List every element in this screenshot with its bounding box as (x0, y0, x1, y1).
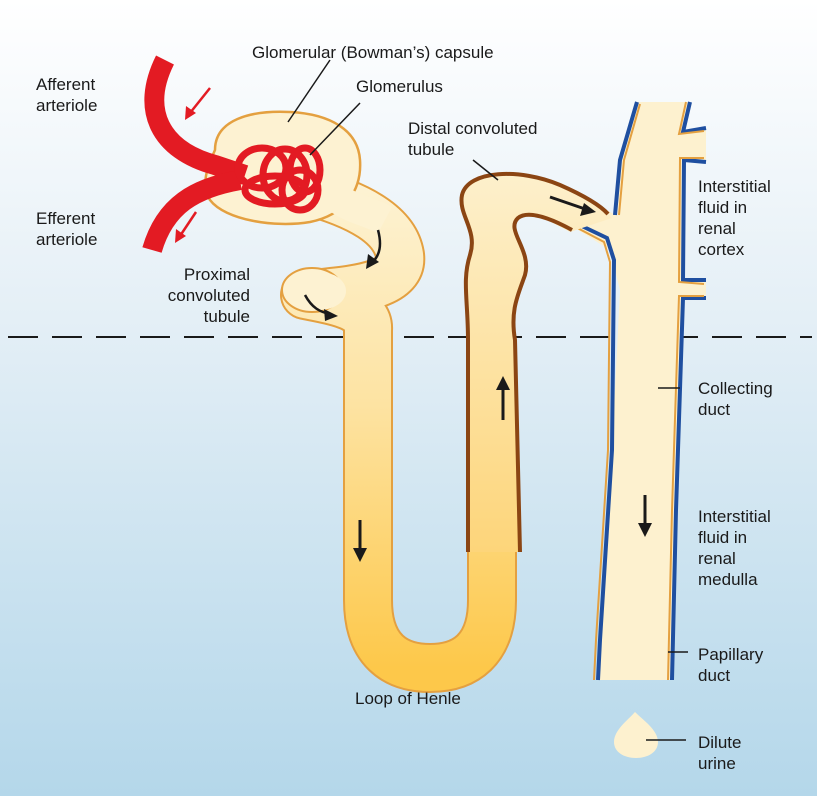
afferent-arteriole-label: Afferent arteriole (36, 74, 97, 116)
collecting-duct-label: Collecting duct (698, 378, 773, 420)
glomerulus-label: Glomerulus (356, 76, 443, 97)
bowmans-capsule-label: Glomerular (Bowman’s) capsule (252, 42, 494, 63)
proximal-tubule-label: Proximal convoluted tubule (150, 264, 250, 327)
distal-tubule-label: Distal convoluted tubule (408, 118, 537, 160)
dilute-urine-label: Dilute urine (698, 732, 741, 774)
interstitial-medulla-label: Interstitial fluid in renal medulla (698, 506, 771, 590)
interstitial-cortex-label: Interstitial fluid in renal cortex (698, 176, 771, 260)
efferent-arteriole-label: Efferent arteriole (36, 208, 97, 250)
loop-of-henle-label: Loop of Henle (355, 688, 461, 709)
papillary-duct-label: Papillary duct (698, 644, 763, 686)
